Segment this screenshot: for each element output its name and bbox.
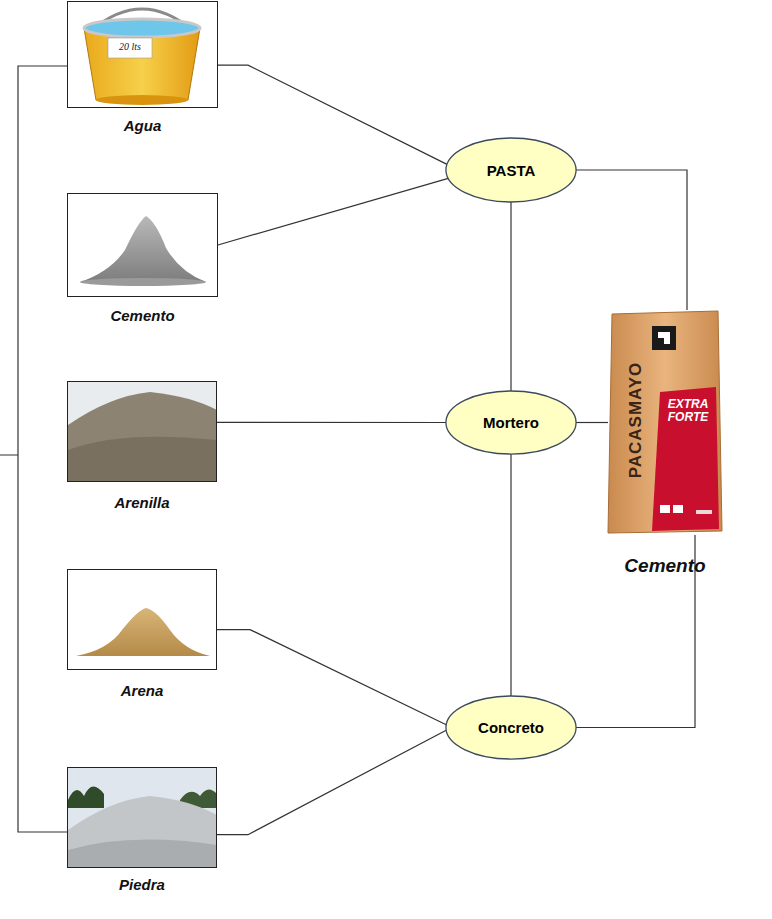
material-box: Agua <box>67 1 218 108</box>
node-caption: Agua <box>48 117 237 134</box>
ellipse-shape <box>446 138 576 202</box>
cement-powder <box>80 216 206 286</box>
material-box: Cemento <box>67 193 218 297</box>
node-caption: Arena <box>48 682 236 699</box>
water-bucket <box>84 9 200 105</box>
connector-line <box>217 422 446 423</box>
mix-ellipse: Mortero <box>445 390 577 455</box>
connector-line <box>576 422 608 423</box>
ellipse-shape <box>446 696 576 759</box>
material-box: Arena <box>67 569 217 670</box>
node-label: PASTA <box>487 162 536 179</box>
connector-line <box>218 178 448 245</box>
connector-line <box>217 630 446 725</box>
connector-line <box>510 202 511 391</box>
bucket-label: 20 lts <box>108 41 152 52</box>
fine-sand-photo <box>68 382 217 482</box>
cement-bag <box>608 311 722 533</box>
group-bracket <box>0 66 67 832</box>
brand-name: PACASMAYO <box>626 360 646 480</box>
node-label: Mortero <box>483 414 539 431</box>
connector-line <box>576 170 687 310</box>
connector-line <box>218 65 447 164</box>
sand-pile <box>76 608 210 656</box>
node-label: Concreto <box>478 719 544 736</box>
node-caption: Cemento <box>48 307 237 324</box>
gravel-photo <box>68 768 217 868</box>
product-name: EXTRA FORTE <box>662 398 714 423</box>
material-box: Arenilla <box>67 381 217 482</box>
connector-line <box>510 454 511 696</box>
mix-ellipse: Concreto <box>445 695 577 760</box>
node-caption: Piedra <box>48 876 236 893</box>
connector-line <box>217 730 446 835</box>
node-caption: Arenilla <box>48 494 236 511</box>
mix-ellipse: PASTA <box>445 137 577 203</box>
material-box: Piedra <box>67 767 217 868</box>
node-caption: Cemento <box>588 555 742 577</box>
ellipse-shape <box>446 391 576 454</box>
